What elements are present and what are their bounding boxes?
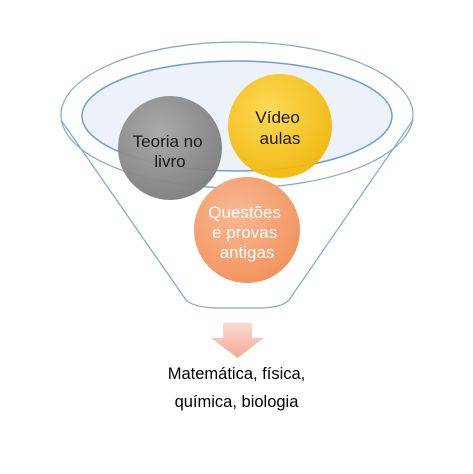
- input-label-line: e provas: [212, 223, 277, 242]
- input-label-line: antigas: [220, 243, 275, 262]
- input-label-line: Teoria no: [133, 132, 203, 151]
- input-label-line: Vídeo: [255, 108, 299, 127]
- output-line-2: química, biologia: [174, 393, 299, 411]
- down-arrow-icon: [211, 323, 264, 358]
- input-circle-yellow: [228, 74, 332, 178]
- input-label-line: livro: [154, 152, 185, 171]
- svg-text:Questões e provas: Questões e provas antigas: [208, 203, 286, 262]
- input-questoes-e-provas-antigas: Questões e provas antigas: [194, 177, 300, 283]
- svg-text:Vídeo aulas: Vídeo aulas: [255, 108, 304, 148]
- input-teoria-no-livro: Teoria no livro: [118, 96, 222, 200]
- input-label-line: Questões: [208, 203, 281, 222]
- input-label-line: aulas: [260, 129, 301, 148]
- funnel-cone: [60, 119, 414, 309]
- input-circle-orange: [194, 177, 300, 283]
- input-video-aulas: Vídeo aulas: [228, 74, 332, 178]
- input-circle-gray: [118, 96, 222, 200]
- svg-text:Teoria no livro: Teoria no livro: [133, 132, 208, 171]
- output-line-1: Matemática, física,: [167, 365, 306, 383]
